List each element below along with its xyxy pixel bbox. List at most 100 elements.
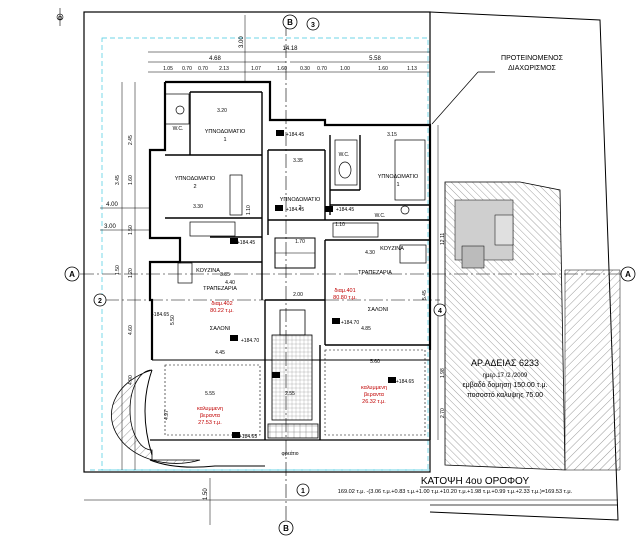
dim-in-170: 1.70	[295, 239, 305, 245]
room-living-right: ΣΑΛΟΝΙ	[368, 307, 389, 313]
dim-top-row-3: 2.13	[219, 66, 229, 72]
dim-v7: 3.45	[115, 175, 121, 185]
dim-in-255: 2.55	[285, 391, 295, 397]
axis-label-B-top: B	[287, 18, 293, 27]
dim-v8: 1.50	[115, 265, 121, 275]
room-kitchen-left: ΚΟΥΖΙΝΑ	[196, 268, 220, 274]
dim-in-430: 4.30	[365, 250, 375, 256]
north-arrow	[56, 8, 64, 26]
room-kitchen-right: ΚΟΥΖΙΝΑ	[380, 246, 404, 252]
dim-top-a: 4.68	[209, 56, 221, 62]
setback-lines	[90, 37, 430, 471]
axis-marker-A-left	[64, 266, 80, 282]
dim-top-total: 14.18	[282, 46, 298, 52]
dim-top-row-9: 1.60	[378, 66, 388, 72]
axis-label-B-bottom: B	[283, 524, 289, 533]
dim-in-445: 4.45	[215, 350, 225, 356]
veranda-left-label: καλυμμενη	[197, 406, 223, 412]
veranda-right-label-2: βεραντα	[364, 392, 385, 398]
dim-in-110a: 1.10	[246, 205, 252, 215]
room-wc-right-upper: W.C.	[339, 152, 350, 158]
axis-marker-B-top	[282, 14, 298, 30]
dim-in-385: 3.85	[220, 272, 230, 278]
dim-v6: 4.90	[128, 375, 134, 385]
dim-in-555: 5.55	[205, 391, 215, 397]
dim-v9: 5.50	[170, 315, 176, 325]
room-wc-right-lower: W.C.	[375, 213, 386, 219]
dim-r4: 1.98	[440, 368, 446, 378]
staircase	[267, 237, 319, 439]
room-bedroom-2-left: ΥΠΝΟΔΩΜΑΤΙΟ	[175, 176, 216, 182]
level-label-5: +184.70	[341, 320, 359, 326]
dim-v10: 4.97	[164, 410, 170, 420]
room-dining-right: ΤΡΑΠΕΖΑΡΙΑ	[358, 270, 392, 276]
north-arrow-symbol: Ф	[58, 16, 63, 22]
veranda-right-area: 26.32 τ.μ.	[362, 399, 386, 405]
axis-marker-2-left	[93, 293, 107, 307]
level-label-1: +184.45	[286, 132, 304, 138]
dim-v2: 1.60	[128, 175, 134, 185]
dim-top-row-4: 1.07	[251, 66, 261, 72]
proposed-partition-line-1: ΠΡΟΤΕΙΝΟΜΕΝΟΣ	[501, 55, 564, 62]
flat-402-label: διαμ.402	[211, 301, 232, 307]
dim-top-row-1: 0.70	[182, 66, 192, 72]
level-label-8: +184.45	[237, 240, 255, 246]
room-living-left: ΣΑΛΟΝΙ	[210, 326, 231, 332]
dim-in-560: 5.60	[370, 359, 380, 365]
dim-left-4: 4.00	[106, 202, 118, 208]
room-bedroom-1-left-num: 1	[223, 137, 226, 143]
axis-marker-B-bottom	[278, 520, 294, 536]
drawing-title: ΚΑΤΟΨΗ 4ου ΟΡΟΦΟΥ	[421, 476, 530, 487]
text-layer: A A B 3 B 2 4 1 Ф 14.18 4.68 5.58 1.05 0…	[58, 16, 631, 533]
dimension-lines	[100, 15, 439, 525]
dim-in-485: 4.85	[361, 326, 371, 332]
dim-left-3: 3.00	[104, 224, 116, 230]
axis-marker-4-right	[433, 303, 447, 317]
area-formula: 169.02 τ.μ. -(3.06 τ.μ.+0.83 τ.μ.+1.00 τ…	[338, 489, 573, 495]
level-label-7: +184.65	[239, 434, 257, 440]
dim-in-315: 3.15	[387, 132, 397, 138]
dim-in-330: 3.30	[193, 204, 203, 210]
dim-r1: 12.11	[440, 233, 446, 245]
level-label-9: +184.65	[151, 312, 169, 318]
room-wc-left: W.C.	[173, 126, 184, 132]
dim-in-200: 2.00	[293, 292, 303, 298]
dim-in-110b: 1.10	[335, 222, 345, 228]
flat-401-label: διαμ.401	[334, 288, 355, 294]
room-bedroom-2-right-num: 2	[298, 205, 301, 211]
dim-in-320: 3.20	[217, 108, 227, 114]
level-label-4: +184.70	[241, 338, 259, 344]
room-shaft: φρεάτιο	[281, 450, 298, 457]
flat-402-area: 80.22 τ.μ.	[210, 308, 234, 314]
partition-leader	[431, 71, 495, 125]
dim-r2: 5.45	[422, 290, 428, 300]
dim-top-row-6: 0.30	[300, 66, 310, 72]
level-markers	[230, 130, 396, 438]
dim-v3: 1.50	[128, 225, 134, 235]
dim-in-440: 4.40	[225, 280, 235, 286]
level-label-3: +184.45	[286, 207, 304, 213]
axis-label-4-right: 4	[438, 308, 442, 315]
furniture	[164, 93, 427, 284]
dim-top-b: 5.58	[369, 56, 381, 62]
veranda-outlines	[164, 349, 426, 436]
dim-v4: 1.20	[128, 268, 134, 278]
dim-v1: 2.45	[128, 135, 134, 145]
axis-marker-A-right	[620, 266, 636, 282]
dim-top-row-7: 0.70	[317, 66, 327, 72]
room-bedroom-2-right: ΥΠΝΟΔΩΜΑΤΙΟ	[280, 197, 321, 203]
axis-label-A-right: A	[625, 270, 631, 279]
permit-number: ΑΡ.ΑΔΕΙΑΣ 6233	[471, 358, 539, 368]
axis-label-1-title: 1	[301, 488, 305, 495]
proposed-partition-line-2: ΔΙΑΧΩΡΙΣΜΟΣ	[508, 65, 556, 72]
neighbour-building	[444, 181, 621, 471]
dim-in-335: 3.35	[293, 158, 303, 164]
curved-veranda	[110, 369, 265, 468]
dim-top-row-8: 1.00	[340, 66, 350, 72]
axis-bubbles	[64, 14, 636, 536]
axis-label-2-left: 2	[98, 298, 102, 305]
permit-coverage: ποσοστό καλυψης 75.00	[467, 391, 543, 399]
room-dining-left: ΤΡΑΠΕΖΑΡΙΑ	[203, 286, 237, 292]
room-bedroom-2-left-num: 2	[193, 184, 196, 190]
